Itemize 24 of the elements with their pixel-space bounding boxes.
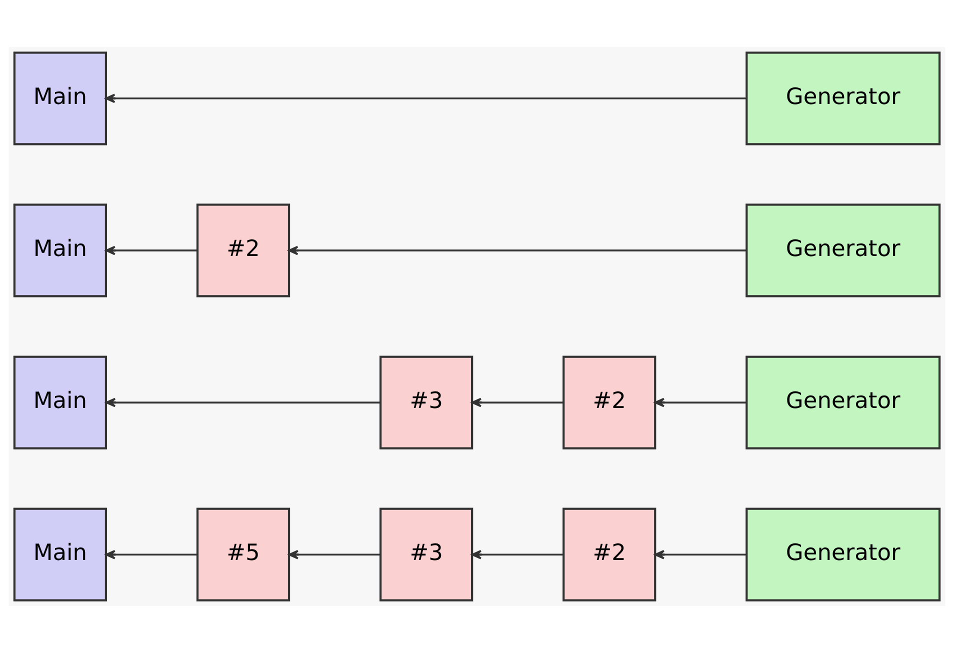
node-box: Main	[13, 203, 108, 297]
node-box: #3	[380, 507, 474, 601]
arrow	[654, 397, 746, 407]
arrow	[105, 245, 198, 255]
arrow	[105, 549, 198, 559]
node-box: #2	[562, 507, 656, 601]
arrow	[105, 93, 746, 103]
arrow	[654, 549, 746, 559]
arrow	[288, 245, 746, 255]
node-box: #3	[380, 355, 474, 449]
node-box: #2	[196, 203, 290, 297]
arrow	[471, 397, 564, 407]
arrow	[471, 549, 564, 559]
node-box: Main	[13, 51, 108, 145]
arrow	[106, 397, 380, 407]
node-box: #5	[196, 507, 290, 601]
node-box: Main	[13, 507, 108, 601]
node-box: Generator	[746, 203, 941, 297]
node-box: Generator	[746, 507, 941, 601]
node-box: Generator	[746, 355, 941, 449]
node-box: #2	[562, 355, 656, 449]
arrow	[288, 549, 380, 559]
node-box: Main	[13, 355, 108, 449]
node-box: Generator	[746, 51, 941, 145]
